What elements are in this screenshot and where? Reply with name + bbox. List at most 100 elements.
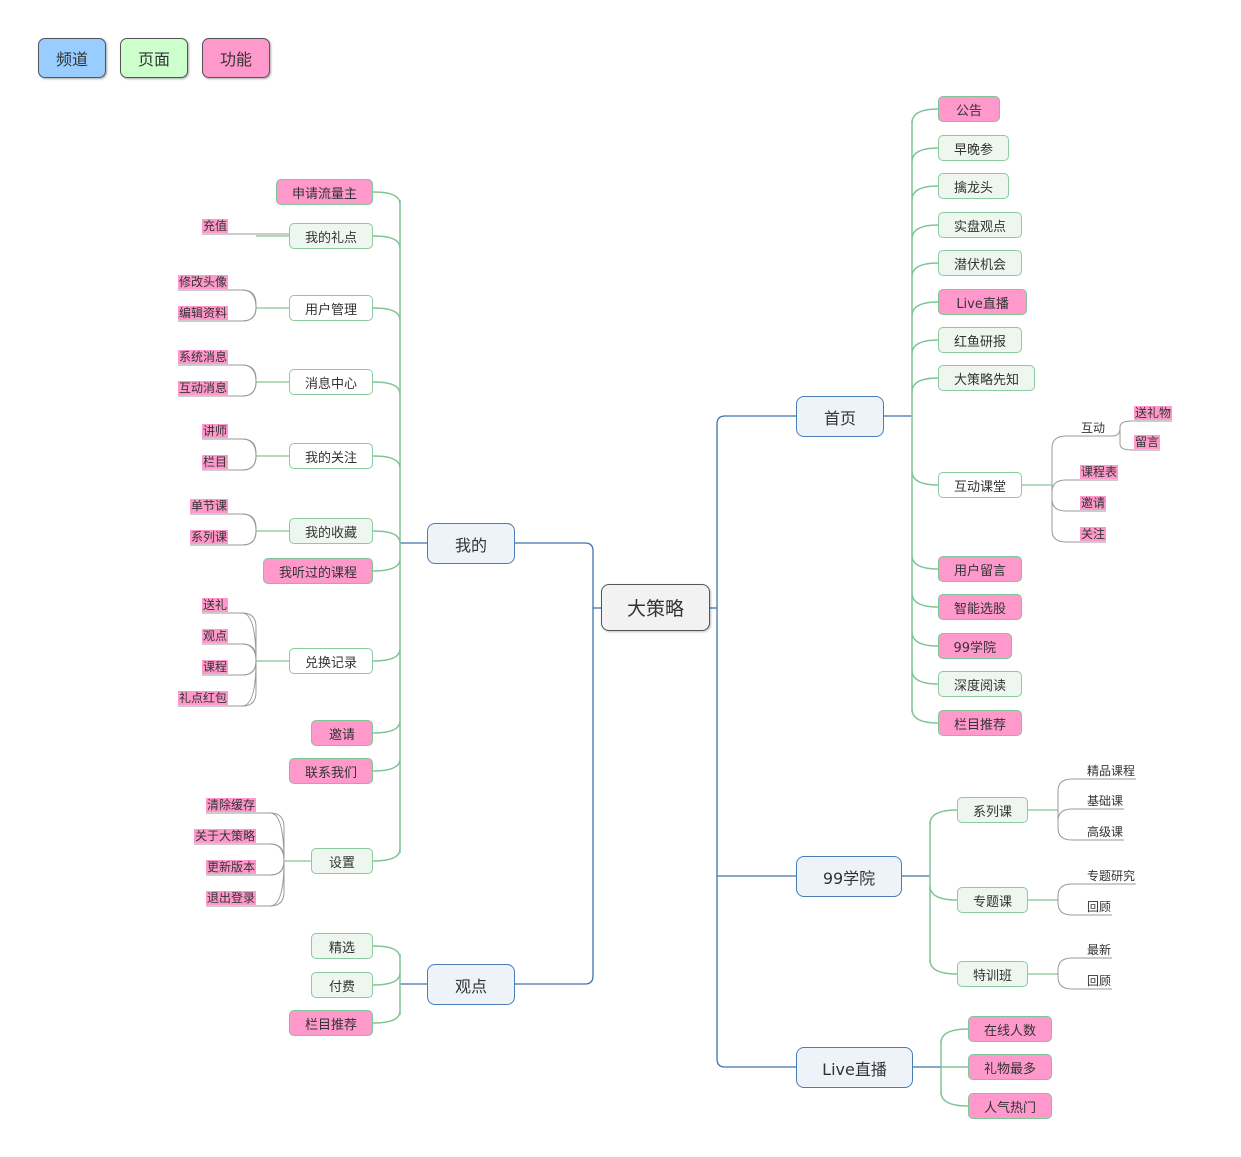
leaf-0-3-0[interactable]: 系统消息 — [178, 350, 229, 364]
leaf-0-1-0[interactable]: 充值 — [202, 219, 229, 233]
page-node-1-0[interactable]: 精选 — [311, 933, 373, 959]
rleaf-1-0-1[interactable]: 基础课 — [1087, 794, 1124, 808]
rpage-link-0-4 — [911, 262, 939, 278]
rpage-node-0-1[interactable]: 早晚参 — [938, 135, 1009, 161]
rpage-node-0-6[interactable]: 红鱼研报 — [938, 327, 1022, 353]
leaf-0-7-3[interactable]: 礼点红包 — [178, 691, 229, 705]
leaf-0-10-3[interactable]: 退出登录 — [206, 891, 257, 905]
channel-guandian-label: 观点 — [454, 976, 487, 996]
rpage-node-1-2-label: 特训班 — [972, 968, 1012, 984]
page-node-0-8[interactable]: 邀请 — [311, 720, 373, 746]
rleaf-1-1-0[interactable]: 专题研究 — [1087, 869, 1136, 883]
page-node-1-1[interactable]: 付费 — [311, 972, 373, 998]
page-node-0-2-label: 用户管理 — [304, 302, 357, 318]
page-link-0-2 — [372, 307, 401, 321]
rleaf-1-2-0[interactable]: 最新 — [1087, 943, 1112, 957]
rpage-node-2-1[interactable]: 礼物最多 — [968, 1054, 1052, 1080]
channel-shouye[interactable]: 首页 — [796, 396, 884, 437]
rpage-link-0-2 — [911, 185, 939, 201]
page-node-0-4-label: 我的关注 — [304, 450, 357, 466]
rsubleaf-0[interactable]: 送礼物 — [1134, 406, 1173, 420]
rpage-node-0-1-label: 早晚参 — [953, 142, 993, 158]
rleaf-1-0-0[interactable]: 精品课程 — [1087, 764, 1136, 778]
page-node-0-0[interactable]: 申请流量主 — [276, 179, 373, 205]
rpage-link-2-0 — [940, 1028, 969, 1044]
rpage-node-2-0[interactable]: 在线人数 — [968, 1016, 1052, 1042]
channel-99xueyuan[interactable]: 99学院 — [796, 856, 902, 897]
channel-live[interactable]: Live直播 — [796, 1047, 913, 1088]
rpage-node-1-2[interactable]: 特训班 — [957, 961, 1028, 987]
rpage-node-2-0-label: 在线人数 — [983, 1023, 1036, 1039]
channel-shouye-label: 首页 — [823, 408, 856, 428]
link-guandian — [515, 975, 594, 985]
rleaf-0-8-3[interactable]: 关注 — [1080, 527, 1107, 541]
rpage-node-1-1[interactable]: 专题课 — [957, 887, 1028, 913]
rsub-curve-bottom — [1119, 428, 1133, 451]
leaf-0-7-0[interactable]: 送礼 — [202, 598, 229, 612]
rpage-node-0-13[interactable]: 栏目推荐 — [938, 710, 1022, 736]
leaf-curve-0-7-2 — [241, 660, 257, 676]
leaf-0-10-0[interactable]: 清除缓存 — [206, 798, 257, 812]
rpage-node-0-4[interactable]: 潜伏机会 — [938, 250, 1022, 276]
rpage-node-0-7[interactable]: 大策略先知 — [938, 365, 1035, 391]
channel-guandian[interactable]: 观点 — [427, 964, 515, 1005]
page-node-1-1-label: 付费 — [328, 979, 355, 995]
rpage-node-0-2[interactable]: 擒龙头 — [938, 173, 1009, 199]
leaf-0-7-2[interactable]: 课程 — [202, 660, 229, 674]
rpage-node-1-0[interactable]: 系列课 — [957, 797, 1028, 823]
rpage-link-0-3 — [911, 224, 939, 240]
channel-wode[interactable]: 我的 — [427, 523, 515, 564]
rpage-node-0-11[interactable]: 99学院 — [938, 633, 1012, 659]
leaf-0-5-1[interactable]: 系列课 — [190, 530, 229, 544]
leaf-0-10-2[interactable]: 更新版本 — [206, 860, 257, 874]
rleaf-line-1-0-1 — [1057, 808, 1124, 822]
leaf-curve-0-5-1 — [241, 530, 257, 546]
rpage-node-0-5-label: Live直播 — [956, 296, 1009, 312]
rleaf-1-1-1[interactable]: 回顾 — [1087, 900, 1112, 914]
page-node-0-5[interactable]: 我的收藏 — [289, 518, 373, 544]
rpage-link-0-6 — [911, 339, 939, 355]
leaf-0-5-0[interactable]: 单节课 — [190, 499, 229, 513]
leaf-0-4-0[interactable]: 讲师 — [202, 424, 229, 438]
page-node-0-3[interactable]: 消息中心 — [289, 369, 373, 395]
page-node-0-7[interactable]: 兑换记录 — [289, 648, 373, 674]
rleaf-1-0-2[interactable]: 高级课 — [1087, 825, 1124, 839]
page-link-1-1 — [372, 972, 401, 986]
leaf-0-10-1[interactable]: 关于大策略 — [194, 829, 257, 843]
page-link-0-9 — [372, 758, 401, 772]
page-node-0-4[interactable]: 我的关注 — [289, 443, 373, 469]
leaf-0-3-1[interactable]: 互动消息 — [178, 381, 229, 395]
rleaf-line-1-0-0 — [1057, 778, 1136, 792]
rsubleaf-1[interactable]: 留言 — [1134, 435, 1161, 449]
page-node-0-6[interactable]: 我听过的课程 — [263, 558, 373, 584]
rpage-link-2-2 — [940, 1091, 969, 1107]
rpage-node-0-10-label: 智能选股 — [953, 601, 1006, 617]
rpage-link-0-10 — [911, 592, 939, 608]
rpage-node-0-3[interactable]: 实盘观点 — [938, 212, 1022, 238]
leaf-0-7-1[interactable]: 观点 — [202, 629, 229, 643]
page-node-0-2[interactable]: 用户管理 — [289, 295, 373, 321]
rpage-node-0-12[interactable]: 深度阅读 — [938, 671, 1022, 697]
leaf-0-2-1[interactable]: 编辑资料 — [178, 306, 229, 320]
rpage-node-0-5[interactable]: Live直播 — [938, 289, 1028, 315]
rleaf-1-2-1[interactable]: 回顾 — [1087, 974, 1112, 988]
rpage-node-2-2[interactable]: 人气热门 — [968, 1093, 1052, 1119]
page-node-0-10[interactable]: 设置 — [311, 848, 373, 874]
rpage-node-0-7-label: 大策略先知 — [953, 372, 1019, 388]
rpage-node-0-12-label: 深度阅读 — [953, 678, 1006, 694]
rpage-node-0-0[interactable]: 公告 — [938, 96, 1000, 122]
rpage-node-0-10[interactable]: 智能选股 — [938, 594, 1022, 620]
leaf-0-4-1[interactable]: 栏目 — [202, 455, 229, 469]
rleaf-0-8-2[interactable]: 邀请 — [1080, 496, 1107, 510]
rpage-node-0-8[interactable]: 互动课堂 — [938, 472, 1022, 498]
rpage-link-0-7 — [911, 377, 939, 393]
rpage-node-0-9[interactable]: 用户留言 — [938, 556, 1022, 582]
page-node-1-2[interactable]: 栏目推荐 — [289, 1010, 373, 1036]
page-node-0-9-label: 联系我们 — [304, 765, 357, 781]
page-node-0-9[interactable]: 联系我们 — [289, 758, 373, 784]
leaf-0-2-0[interactable]: 修改头像 — [178, 275, 229, 289]
root-node-dacelue[interactable]: 大策略 — [601, 584, 710, 631]
rleaf-0-8-1[interactable]: 课程表 — [1080, 465, 1119, 479]
rleaf-0-8-0[interactable]: 互动 — [1081, 421, 1106, 435]
page-node-0-1[interactable]: 我的礼点 — [289, 223, 373, 249]
